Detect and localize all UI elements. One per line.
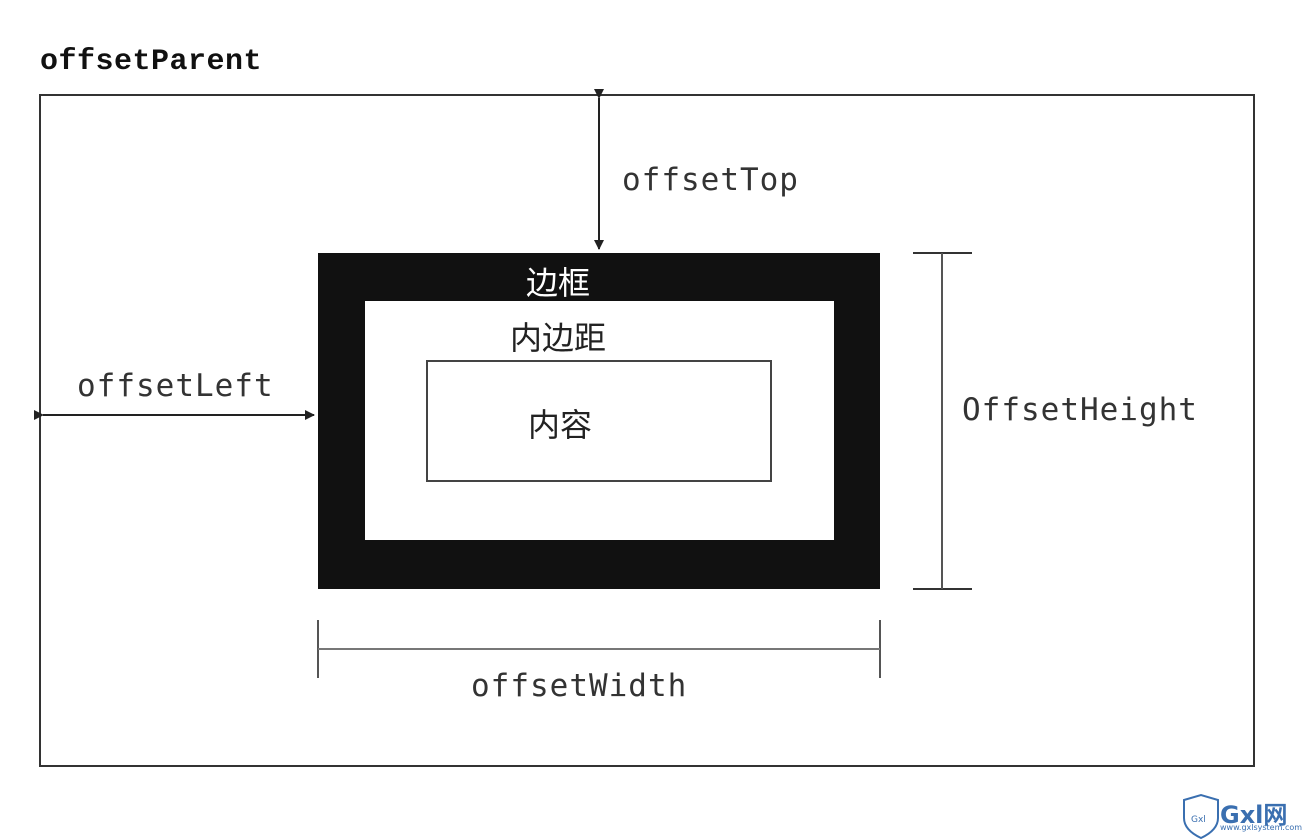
border-label: 边框 [526, 264, 591, 302]
offset-height-label: OffsetHeight [962, 392, 1198, 428]
padding-label: 内边距 [510, 319, 607, 357]
diagram-title: offsetParent [40, 45, 263, 79]
offset-parent-box [39, 94, 1255, 767]
watermark: Gxl网 www.gxlsystem.com [1180, 795, 1310, 837]
watermark-url: www.gxlsystem.com [1220, 823, 1303, 832]
offset-height-bracket [913, 252, 972, 590]
svg-text:Gxl: Gxl [1191, 815, 1206, 825]
offset-width-label: offsetWidth [471, 668, 688, 704]
watermark-shield-icon: Gxl [1183, 793, 1219, 840]
content-box [426, 360, 772, 482]
watermark-brand: Gxl网 [1220, 801, 1288, 829]
offset-left-label: offsetLeft [77, 368, 274, 404]
offset-width-bracket [317, 620, 881, 678]
offset-top-label: offsetTop [622, 162, 799, 198]
content-label: 内容 [528, 406, 593, 444]
